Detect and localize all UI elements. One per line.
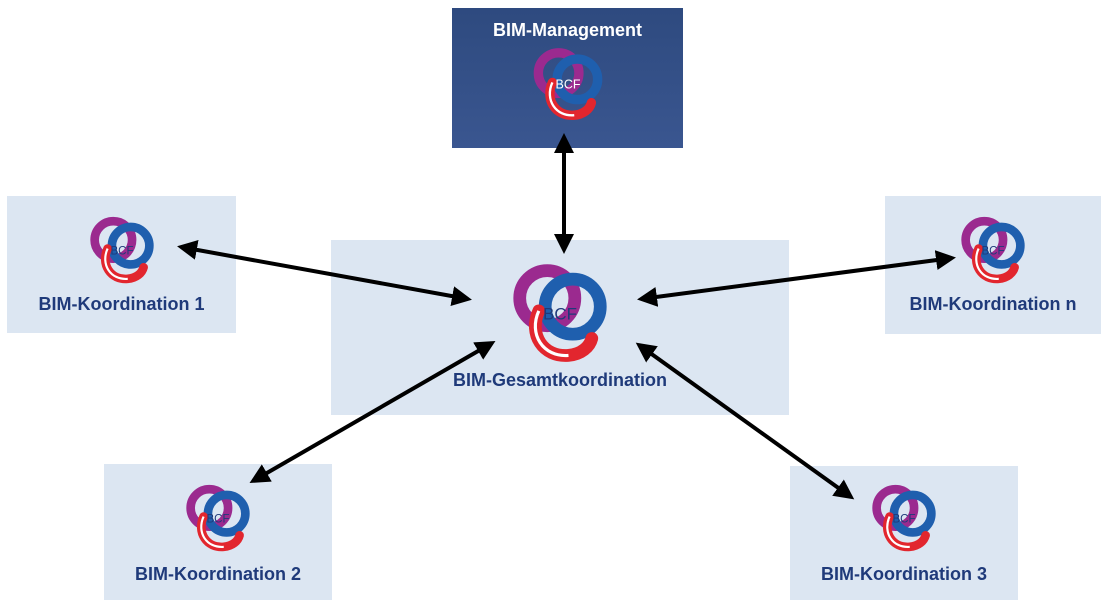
bcf-logo-icon: BCF xyxy=(513,264,607,362)
arrow-kn-center xyxy=(637,250,956,307)
bcf-logo-text: BCF xyxy=(110,245,133,257)
node-bim-management: BIM-Management BCF xyxy=(452,8,683,148)
node-label-bim-koordination-1: BIM-Koordination 1 xyxy=(38,294,205,314)
arrow-k3-center xyxy=(635,342,855,500)
node-label-bim-koordination-2: BIM-Koordination 2 xyxy=(135,564,301,584)
bcf-logo-icon: BCF xyxy=(961,216,1025,284)
bcf-logo-icon: BCF xyxy=(186,484,250,552)
bcf-logo-text: BCF xyxy=(981,245,1004,257)
node-bim-koordination-2: BCF BIM-Koordination 2 xyxy=(104,464,332,600)
bcf-logo-text: BCF xyxy=(555,78,580,92)
bcf-logo-icon: BCF xyxy=(872,484,936,552)
bcf-logo-text: BCF xyxy=(543,304,577,323)
arrow-k1-center xyxy=(177,240,472,306)
node-bim-koordination-3: BCF BIM-Koordination 3 xyxy=(790,466,1018,600)
node-label-bim-gesamtkoordination: BIM-Gesamtkoordination xyxy=(452,370,667,390)
node-label-bim-management: BIM-Management xyxy=(492,20,642,40)
bcf-logo-text: BCF xyxy=(892,513,915,525)
bcf-logo-icon: BCF xyxy=(89,216,154,284)
bcf-logo-icon: BCF xyxy=(533,48,602,120)
bcf-logo-text: BCF xyxy=(206,513,229,525)
arrow-k2-center xyxy=(249,340,496,484)
node-label-bim-koordination-3: BIM-Koordination 3 xyxy=(821,564,987,584)
